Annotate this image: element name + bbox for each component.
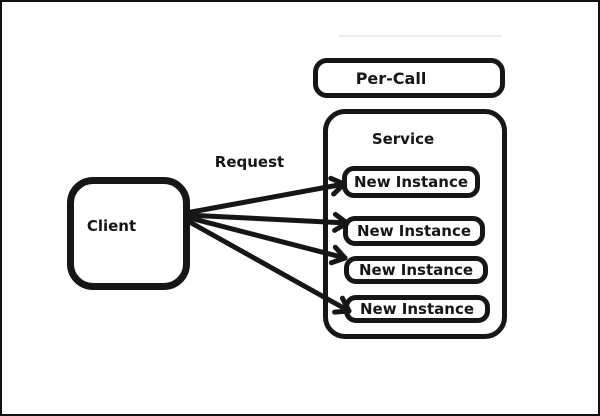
new-instance-label: New Instance bbox=[356, 222, 472, 240]
new-instance-label: New Instance bbox=[358, 261, 474, 279]
new-instance-box: New Instance bbox=[343, 216, 485, 246]
service-box: Service New Instance New Instance New In… bbox=[323, 109, 507, 339]
new-instance-box: New Instance bbox=[344, 295, 490, 323]
faint-artifact-line bbox=[339, 35, 502, 37]
request-label: Request bbox=[214, 153, 285, 171]
new-instance-label: New Instance bbox=[353, 173, 469, 191]
per-call-label: Per-Call bbox=[355, 68, 427, 88]
client-box: Client bbox=[67, 177, 190, 290]
new-instance-label: New Instance bbox=[359, 300, 475, 318]
new-instance-box: New Instance bbox=[342, 166, 480, 198]
request-arrow-1 bbox=[183, 175, 347, 216]
new-instance-box: New Instance bbox=[344, 256, 488, 284]
request-arrow-3 bbox=[183, 214, 348, 266]
per-call-box: Per-Call bbox=[313, 58, 505, 98]
service-label: Service bbox=[371, 130, 435, 148]
client-label: Client bbox=[86, 216, 137, 235]
